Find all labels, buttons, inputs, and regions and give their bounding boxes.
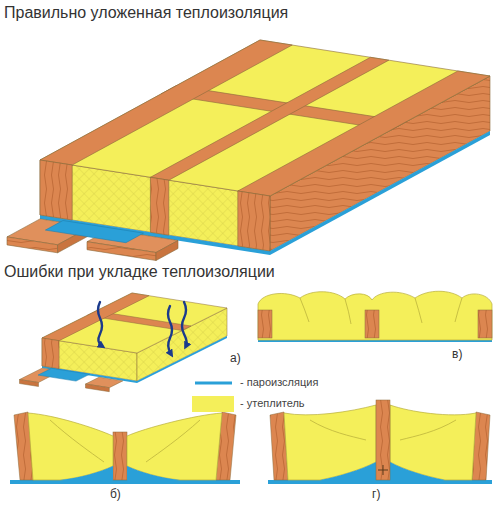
- variant-label: г): [372, 488, 380, 502]
- error-bulging-section: [258, 291, 492, 342]
- variant-label: а): [230, 352, 241, 366]
- error-gaps-slab: [20, 293, 228, 392]
- section-heading: Ошибки при укладке теплоизоляции: [4, 263, 275, 281]
- error-sagging-section: [10, 412, 240, 484]
- legend-line-sample: [195, 382, 232, 385]
- legend-swatch: [192, 396, 234, 412]
- legend-text: - утеплитель: [240, 397, 305, 410]
- air-flow-arrows: [98, 302, 187, 354]
- error-raised-joist-section: [268, 400, 492, 484]
- diagram-title: Правильно уложенная теплоизоляция: [4, 4, 288, 22]
- variant-label: б): [110, 488, 121, 502]
- variant-label: в): [452, 348, 462, 362]
- legend-text: - пароизсляция: [240, 376, 318, 389]
- correct-slab: [7, 40, 490, 261]
